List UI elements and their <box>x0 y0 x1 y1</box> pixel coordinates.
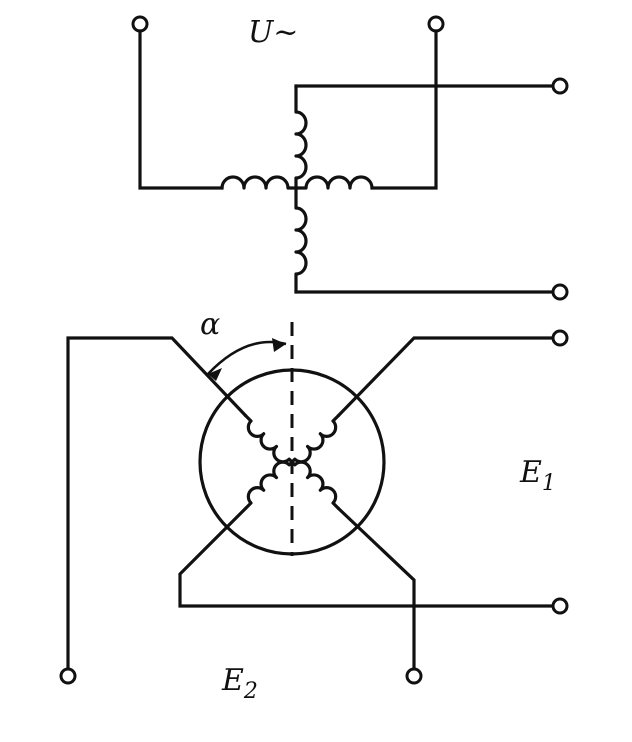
supply-lead-right <box>370 29 438 190</box>
e1-terminal-upper <box>551 329 569 347</box>
compensation-coil-lower <box>294 186 308 294</box>
angle-arrowhead-right <box>272 338 286 352</box>
e1-terminal-lower <box>551 597 569 615</box>
rotor-section: α E1 E2 <box>59 307 569 704</box>
lead-lower-left <box>178 506 554 608</box>
e2-terminal-left <box>59 667 77 685</box>
excitation-coil-right <box>294 175 374 190</box>
excitation-coil-left <box>220 175 298 190</box>
supply-terminal-right <box>427 15 445 33</box>
lead-lower-right <box>336 506 416 670</box>
supply-lead-left <box>138 29 224 190</box>
e1-label: E1 <box>519 455 556 496</box>
rotor-winding-lower-right <box>290 460 341 511</box>
e2-terminal-right <box>405 667 423 685</box>
compensation-terminal-upper <box>551 77 569 95</box>
compensation-coil-upper <box>294 84 308 190</box>
e2-label: E2 <box>221 663 258 704</box>
stator-section: U~ <box>131 15 569 301</box>
rotor-winding-upper-left <box>243 413 294 464</box>
compensation-terminal-lower <box>551 283 569 301</box>
supply-voltage-label: U~ <box>248 15 298 50</box>
rotor-winding-lower-left <box>243 460 294 511</box>
rotor-winding-upper-right <box>290 413 341 464</box>
supply-terminal-left <box>131 15 149 33</box>
lead-upper-left <box>66 336 248 670</box>
angle-label: α <box>200 307 220 342</box>
lead-upper-right <box>336 336 554 418</box>
angle-arrowhead-left <box>208 368 222 381</box>
